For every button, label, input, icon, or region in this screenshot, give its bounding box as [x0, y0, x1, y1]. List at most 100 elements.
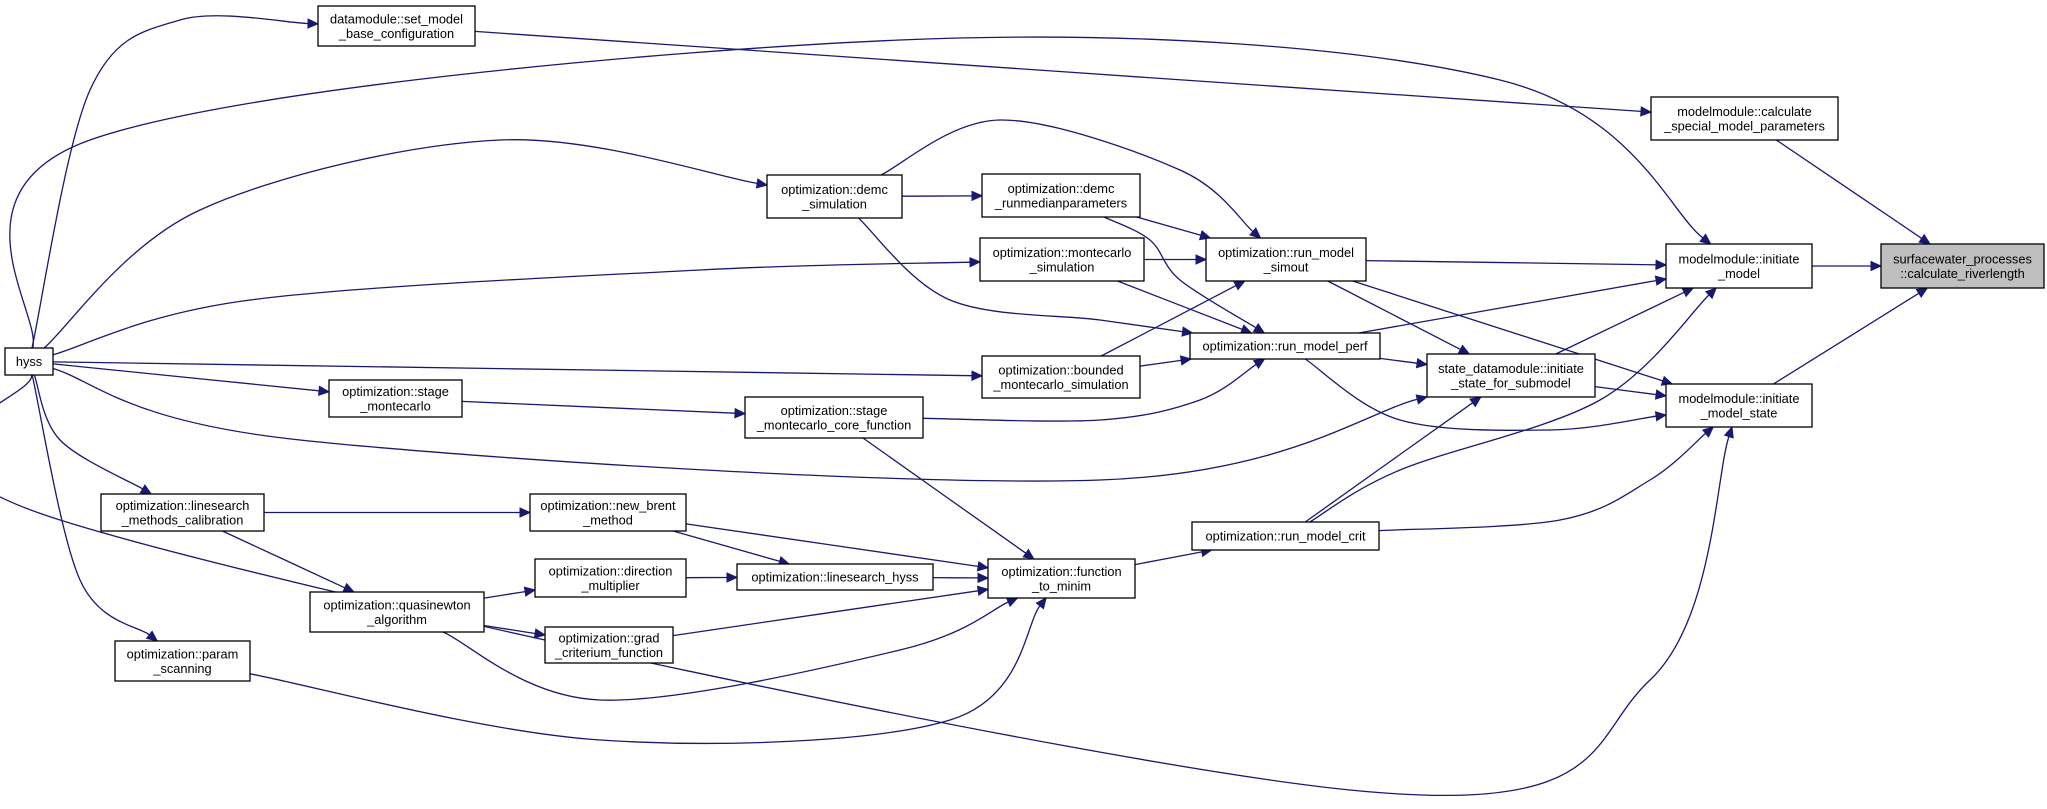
node-stage-mc[interactable]: optimization::stage_montecarlo	[328, 379, 463, 418]
edge-montecarlo_sim-to-run_model_simout	[1144, 254, 1208, 265]
edge-bounded_mc-to-run_model_perf	[1139, 355, 1193, 367]
edge-line	[1775, 139, 1923, 239]
edge-line	[1103, 216, 1257, 329]
edge-line	[1327, 280, 1461, 350]
node-box	[979, 237, 1145, 282]
node-label-line: modelmodule::initiate	[1679, 391, 1800, 406]
arrowhead-icon	[139, 484, 153, 495]
arrowhead-icon	[1233, 280, 1246, 291]
node-param-scanning[interactable]: optimization::param_scanning	[114, 640, 251, 682]
node-label-line: _montecarlo_core_function	[756, 417, 911, 432]
edge-initiate_model-to-target	[1812, 260, 1883, 272]
node-set-model-base[interactable]: datamodule::set_model_base_configuration	[317, 5, 476, 47]
node-quasinewton[interactable]: optimization::quasinewton_algorithm	[309, 591, 485, 633]
arrowhead-icon	[1249, 227, 1262, 239]
arrowhead-icon	[145, 630, 159, 642]
edge-quasinewton-to-function_to_minim	[442, 597, 1019, 701]
arrowhead-icon	[1654, 411, 1668, 422]
arrowhead-icon	[971, 190, 984, 202]
edge-hyss-to-montecarlo_sim	[52, 256, 982, 356]
arrowhead-icon	[1195, 254, 1208, 265]
edge-hyss-to-stage_mc	[52, 363, 331, 397]
node-direction-mult[interactable]: optimization::direction_multiplier	[534, 558, 687, 598]
graph-edges	[0, 15, 1932, 797]
node-box	[309, 591, 485, 633]
node-label-line: optimization::montecarlo	[993, 245, 1132, 260]
node-ls-hyss[interactable]: optimization::linesearch_hyss	[736, 563, 934, 591]
edge-stage_mc_core-to-function_to_minim	[862, 437, 1035, 560]
arrowhead-icon	[1415, 357, 1429, 369]
node-label-line: optimization::function	[1001, 564, 1121, 579]
node-montecarlo-sim[interactable]: optimization::montecarlo_simulation	[979, 237, 1145, 282]
node-label-line: _runmedianparameters	[994, 195, 1127, 210]
edge-line	[1379, 357, 1418, 364]
arrowhead-icon	[976, 585, 990, 597]
node-label-line: _method	[582, 512, 633, 527]
edge-line	[1365, 259, 1657, 266]
edge-line	[43, 139, 758, 349]
arrowhead-icon	[318, 385, 331, 397]
node-box	[1191, 521, 1380, 551]
node-initiate-model[interactable]: modelmodule::initiate_model	[1665, 243, 1813, 289]
node-label-line: optimization::stage	[342, 384, 449, 399]
node-box	[744, 396, 924, 439]
node-box	[766, 174, 903, 219]
edge-line	[672, 530, 780, 562]
node-label-line: _simulation	[1029, 259, 1095, 274]
edge-param_scanning-to-function_to_minim	[249, 597, 1047, 744]
node-label-line: _scanning	[152, 661, 211, 676]
arrowhead-icon	[1239, 324, 1253, 335]
node-label-line: optimization::grad	[558, 630, 659, 645]
arrowhead-icon	[1415, 394, 1429, 405]
edge-line	[1594, 385, 1657, 396]
node-ls-methods-calib[interactable]: optimization::linesearch_methods_calibra…	[100, 493, 265, 532]
node-function-to-minim[interactable]: optimization::function_to_minim	[987, 558, 1136, 599]
node-run-model-simout[interactable]: optimization::run_model_simout	[1205, 237, 1367, 282]
edge-line	[52, 361, 973, 377]
node-demc-sim[interactable]: optimization::demc_simulation	[766, 174, 903, 219]
arrowhead-icon	[523, 586, 537, 597]
node-label-line: optimization::new_brent	[540, 498, 676, 513]
node-demc-runmedian[interactable]: optimization::demc_runmedianparameters	[981, 173, 1141, 218]
node-box	[529, 493, 687, 532]
node-new-brent[interactable]: optimization::new_brent_method	[529, 493, 687, 532]
node-state-dm-initiate[interactable]: state_datamodule::initiate_state_for_sub…	[1426, 353, 1596, 398]
node-initiate-model-state[interactable]: modelmodule::initiate_model_state	[1665, 383, 1813, 428]
node-label-line: modelmodule::calculate	[1677, 104, 1811, 119]
edge-hyss-to-demc_sim	[43, 139, 769, 349]
edge-line	[1378, 432, 1707, 532]
node-hyss[interactable]: hyss	[4, 347, 54, 376]
node-box	[981, 173, 1141, 218]
node-stage-mc-core[interactable]: optimization::stage_montecarlo_core_func…	[744, 396, 924, 439]
edge-line	[858, 217, 1183, 333]
edge-line	[52, 367, 1418, 482]
node-label-line: optimization::linesearch	[116, 498, 250, 513]
node-box	[736, 563, 934, 591]
arrowhead-icon	[1918, 233, 1932, 245]
node-run-model-crit[interactable]: optimization::run_model_crit	[1191, 521, 1380, 551]
arrowhead-icon	[1022, 548, 1035, 560]
arrowhead-icon	[1699, 233, 1712, 245]
edge-line	[880, 119, 1254, 232]
node-grad-crit[interactable]: optimization::grad_criterium_function	[544, 626, 674, 664]
node-label-line: optimization::run_model	[1218, 245, 1354, 260]
edge-line	[685, 523, 979, 568]
edge-hyss-to-initiate_model	[9, 36, 1712, 349]
node-bounded-mc[interactable]: optimization::bounded_montecarlo_simulat…	[981, 355, 1141, 399]
node-label-line: _base_configuration	[338, 26, 454, 41]
edge-line	[0, 374, 1730, 797]
edge-hyss-to-bounded_mc	[52, 361, 984, 381]
edge-run_model_crit-to-state_dm_initiate	[1304, 396, 1482, 523]
node-box	[1880, 243, 2045, 289]
arrowhead-icon	[1252, 358, 1266, 370]
edge-hyss-to-set_model_base	[31, 15, 320, 349]
node-run-model-perf[interactable]: optimization::run_model_perf	[1189, 332, 1381, 360]
node-box	[981, 355, 1141, 399]
edge-hyss-to-initiate_model_state	[0, 374, 1734, 797]
node-label-line: optimization::bounded	[998, 362, 1123, 377]
arrowhead-icon	[1457, 344, 1471, 355]
node-label-line: _special_model_parameters	[1663, 118, 1825, 133]
arrowhead-icon	[1681, 287, 1695, 298]
node-calc-special[interactable]: modelmodule::calculate_special_model_par…	[1650, 96, 1839, 141]
